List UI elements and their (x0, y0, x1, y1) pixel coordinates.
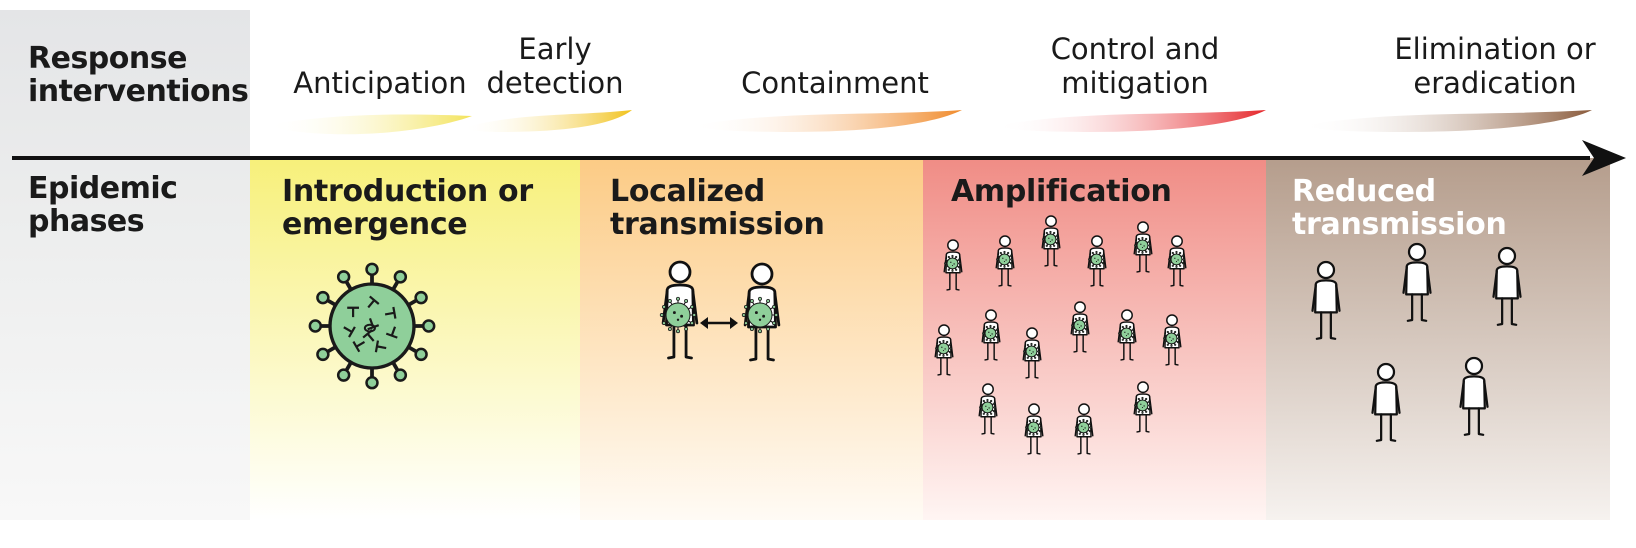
person-icon (1492, 246, 1522, 326)
person-icon (943, 239, 963, 291)
epidemic-phases-label: Epidemic phases (28, 171, 178, 239)
virus-icon (1133, 236, 1151, 254)
person-icon (1070, 301, 1090, 353)
person-icon (1087, 235, 1107, 287)
intervention-elimination-label: Elimination or eradication (1394, 32, 1596, 100)
virus-icon (1022, 342, 1040, 360)
person-icon (659, 260, 699, 360)
virus-icon (1074, 418, 1092, 436)
person-icon (981, 309, 1001, 361)
phase-title-localized: Localized transmission (610, 174, 825, 242)
phase-title-introduction: Introduction or emergence (282, 174, 533, 242)
virus-icon (934, 339, 952, 357)
double-arrow-icon (700, 317, 738, 329)
person-icon (1311, 260, 1341, 340)
virus-icon (1117, 324, 1135, 342)
person-icon (934, 324, 954, 376)
response-interventions-label: Response interventions (28, 41, 249, 109)
virus-icon (943, 254, 961, 272)
virus-icon (1133, 396, 1151, 414)
phase-introduction-panel (250, 158, 580, 520)
person-icon (1402, 242, 1432, 322)
person-icon (1041, 215, 1061, 267)
person-icon (1162, 314, 1182, 366)
virus-icon (1167, 250, 1185, 268)
virus-icon (995, 250, 1013, 268)
virus-icon (1041, 230, 1059, 248)
phase-amplification-panel (923, 158, 1266, 520)
person-icon (1133, 221, 1153, 273)
person-icon (1167, 235, 1187, 287)
person-icon (1022, 327, 1042, 379)
person-icon (978, 383, 998, 435)
person-icon (1024, 403, 1044, 455)
virus-icon (741, 296, 779, 334)
virus-icon (659, 296, 697, 334)
phase-reduced-panel (1266, 158, 1610, 520)
virus-icon (1087, 250, 1105, 268)
virus-icon (1070, 316, 1088, 334)
timeline-arrowhead (1582, 140, 1626, 176)
intervention-containment-label: Containment (741, 66, 929, 100)
swoosh-anticipation (268, 114, 472, 135)
person-icon (1117, 309, 1137, 361)
phase-localized-panel (580, 158, 923, 520)
virus-icon (978, 398, 996, 416)
person-icon (1074, 403, 1094, 455)
virus-icon (1162, 329, 1180, 347)
swoosh-early-detection (462, 110, 632, 132)
phase-title-reduced: Reduced transmission (1292, 174, 1507, 242)
virus-icon (308, 262, 436, 390)
phase-title-amplification: Amplification (951, 174, 1172, 209)
swoosh-control (995, 110, 1266, 132)
person-icon (1371, 362, 1401, 442)
person-icon (995, 235, 1015, 287)
intervention-early-detection-label: Early detection (486, 32, 624, 100)
swoosh-elimination (1300, 110, 1592, 132)
intervention-control-label: Control and mitigation (1050, 32, 1220, 100)
person-icon (1459, 356, 1489, 436)
person-icon (1133, 381, 1153, 433)
intervention-anticipation-label: Anticipation (293, 66, 467, 100)
person-icon (741, 262, 781, 362)
virus-icon (981, 324, 999, 342)
swoosh-containment (690, 110, 962, 132)
virus-icon (1024, 418, 1042, 436)
row-label-column (0, 10, 250, 520)
